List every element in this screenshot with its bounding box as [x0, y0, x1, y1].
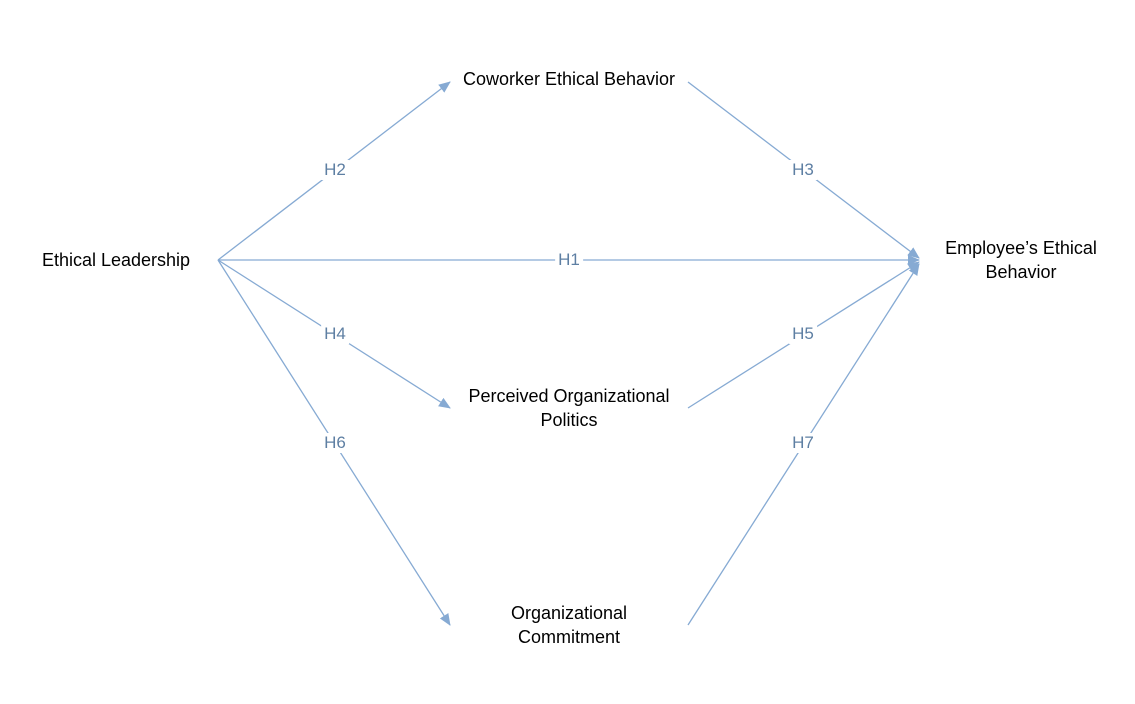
edge-label-h5: H5 — [789, 324, 817, 344]
edge-label-h1: H1 — [555, 250, 583, 270]
node-perceived-organizational-politics-line-2: Politics — [540, 410, 598, 430]
node-employees-ethical-behavior: Employee’s Ethical Behavior — [926, 236, 1116, 284]
node-coworker-ethical-behavior-line-1: Coworker Ethical Behavior — [462, 69, 676, 89]
edge-label-h7: H7 — [789, 433, 817, 453]
node-perceived-organizational-politics: Perceived Organizational Politics — [448, 384, 690, 432]
node-organizational-commitment-line-1: Organizational — [510, 603, 628, 623]
node-organizational-commitment: Organizational Commitment — [448, 601, 690, 649]
node-employees-ethical-behavior-line-1: Employee’s Ethical — [945, 238, 1097, 258]
edge-label-h3: H3 — [789, 160, 817, 180]
edge-label-h2: H2 — [321, 160, 349, 180]
edge-label-h6: H6 — [321, 433, 349, 453]
node-ethical-leadership: Ethical Leadership — [30, 248, 202, 272]
node-ethical-leadership-line-1: Ethical Leadership — [41, 250, 191, 270]
node-employees-ethical-behavior-line-2: Behavior — [985, 262, 1057, 282]
node-coworker-ethical-behavior: Coworker Ethical Behavior — [448, 67, 690, 91]
node-perceived-organizational-politics-line-1: Perceived Organizational — [468, 386, 670, 406]
edge-label-h4: H4 — [321, 324, 349, 344]
node-organizational-commitment-line-2: Commitment — [517, 627, 620, 647]
